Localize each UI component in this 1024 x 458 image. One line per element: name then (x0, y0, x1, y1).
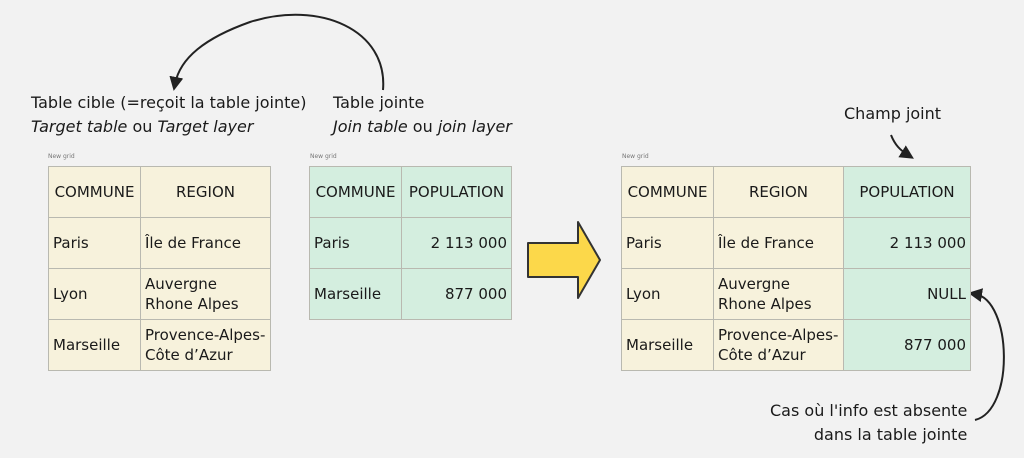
header-commune: COMMUNE (621, 166, 714, 218)
header-population: POPULATION (401, 166, 512, 218)
transform-arrow-shape (527, 221, 601, 299)
cell-commune: Marseille (309, 268, 402, 320)
target-table-label-line1: Table cible (=reçoit la table jointe) (31, 93, 307, 112)
joined-field-label: Champ joint (844, 104, 942, 123)
join-table-em: Join table (333, 117, 408, 136)
table-row: Marseille Provence-Alpes-Côte d’Azur (48, 319, 271, 371)
table-row: Paris Île de France 2 113 000 (621, 217, 971, 269)
result-grid-caption: New grid (622, 153, 649, 160)
cell-region: Provence-Alpes-Côte d’Azur (713, 319, 844, 371)
header-commune: COMMUNE (309, 166, 402, 218)
target-table: COMMUNE REGION Paris Île de France Lyon … (48, 166, 271, 371)
target-table-em: Target table (31, 117, 128, 136)
join-table: COMMUNE POPULATION Paris 2 113 000 Marse… (309, 166, 512, 320)
join-table-label-line1: Table jointe (333, 93, 425, 112)
target-table-label-line2: Target table ou Target layer (31, 115, 306, 139)
cell-region: Provence-Alpes-Côte d’Azur (140, 319, 271, 371)
cell-commune: Paris (621, 217, 714, 269)
join-grid-caption: New grid (310, 153, 337, 160)
table-row: Paris 2 113 000 (309, 217, 512, 269)
table-header-row: COMMUNE REGION POPULATION (621, 166, 971, 218)
cell-population: 877 000 (843, 319, 971, 371)
cell-region: Auvergne Rhone Alpes (713, 268, 844, 320)
cell-commune: Lyon (48, 268, 141, 320)
cell-population: 2 113 000 (401, 217, 512, 269)
cell-commune: Marseille (48, 319, 141, 371)
target-ou: ou (127, 117, 158, 136)
absent-info-label: Cas où l'info est absente dans la table … (770, 399, 967, 447)
join-to-target-curved-arrow (169, 13, 385, 91)
cell-population: NULL (843, 268, 971, 320)
table-header-row: COMMUNE REGION (48, 166, 271, 218)
target-table-label: Table cible (=reçoit la table jointe) Ta… (31, 91, 306, 139)
join-layer-em: join layer (437, 117, 512, 136)
table-header-row: COMMUNE POPULATION (309, 166, 512, 218)
cell-region: Auvergne Rhone Alpes (140, 268, 271, 320)
cell-population: 2 113 000 (843, 217, 971, 269)
table-row: Lyon Auvergne Rhone Alpes (48, 268, 271, 320)
header-population: POPULATION (843, 166, 971, 218)
table-row: Paris Île de France (48, 217, 271, 269)
table-row: Marseille Provence-Alpes-Côte d’Azur 877… (621, 319, 971, 371)
target-grid-caption: New grid (48, 153, 75, 160)
join-ou: ou (407, 117, 438, 136)
cell-population: 877 000 (401, 268, 512, 320)
header-commune: COMMUNE (48, 166, 141, 218)
table-row: Marseille 877 000 (309, 268, 512, 320)
absent-info-arrow (968, 288, 1005, 421)
cell-commune: Marseille (621, 319, 714, 371)
absent-info-line2: dans la table jointe (813, 425, 968, 444)
header-region: REGION (140, 166, 271, 218)
joined-field-arrow (890, 134, 914, 159)
table-row: Lyon Auvergne Rhone Alpes NULL (621, 268, 971, 320)
result-table: COMMUNE REGION POPULATION Paris Île de F… (621, 166, 971, 371)
cell-region: Île de France (140, 217, 271, 269)
absent-info-line1: Cas où l'info est absente (770, 401, 968, 420)
join-table-label: Table jointe Join table ou join layer (333, 91, 512, 139)
cell-region: Île de France (713, 217, 844, 269)
join-table-label-line2: Join table ou join layer (333, 115, 512, 139)
target-layer-em: Target layer (157, 117, 254, 136)
cell-commune: Lyon (621, 268, 714, 320)
cell-commune: Paris (309, 217, 402, 269)
header-region: REGION (713, 166, 844, 218)
cell-commune: Paris (48, 217, 141, 269)
